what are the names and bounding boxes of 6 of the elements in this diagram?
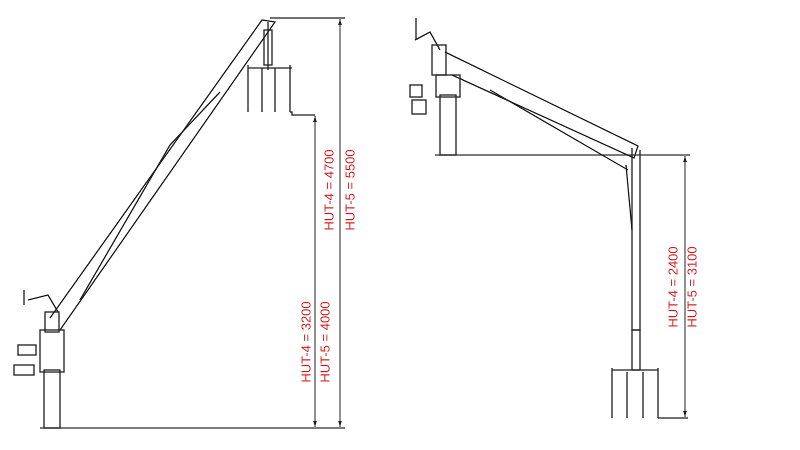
dimension-label: HUT-5 = 5500	[342, 149, 358, 231]
dimension-label: HUT-5 = 3100	[684, 246, 700, 328]
dimension-label: HUT-4 = 4700	[322, 149, 336, 231]
dimension-label: HUT-4 = 2400	[666, 246, 680, 328]
dimension-label: HUT-5 = 4000	[318, 301, 332, 383]
dimension-label: HUT-4 = 3200	[298, 301, 314, 383]
